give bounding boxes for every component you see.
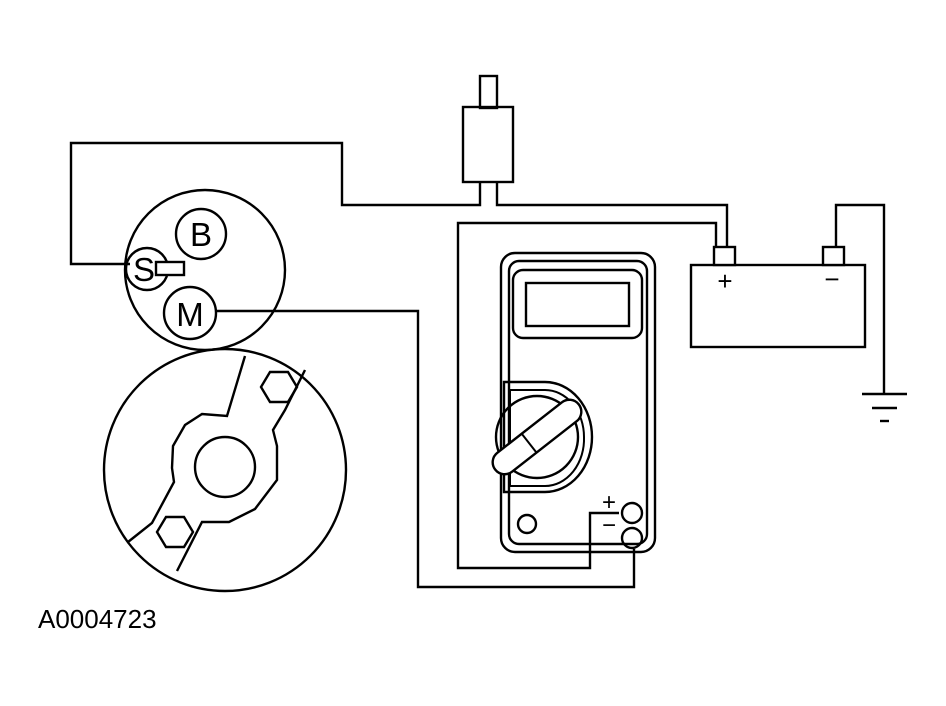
solenoid-cap: B S M bbox=[123, 188, 287, 352]
battery: + − bbox=[689, 245, 867, 349]
meter-dial-knob bbox=[491, 398, 583, 476]
ground-icon bbox=[862, 392, 907, 423]
meter-negative-label: − bbox=[602, 512, 616, 539]
terminal-m-label: M bbox=[176, 296, 204, 333]
remote-starter-switch bbox=[461, 74, 515, 184]
terminal-b-label: B bbox=[190, 216, 212, 253]
terminal-m-ring bbox=[162, 285, 218, 341]
meter-jack-positive bbox=[620, 501, 644, 525]
battery-negative-post bbox=[821, 245, 846, 267]
meter-display bbox=[524, 281, 631, 328]
meter-dial-housing bbox=[502, 380, 594, 494]
figure-id-label: A0004723 bbox=[38, 604, 157, 634]
starter-mounting-flange bbox=[102, 347, 348, 593]
battery-positive-post bbox=[712, 245, 737, 267]
multimeter: + − bbox=[491, 251, 657, 554]
wire-battery-negative-to-ground bbox=[834, 203, 886, 393]
bolt-hex-upper bbox=[259, 370, 299, 404]
meter-jack-negative bbox=[620, 526, 644, 550]
wire-m-to-meter bbox=[216, 309, 636, 589]
battery-negative-label: − bbox=[824, 264, 839, 294]
bolt-hex-lower bbox=[155, 515, 195, 549]
battery-positive-label: + bbox=[717, 266, 732, 296]
terminal-b-ring bbox=[174, 207, 228, 261]
meter-display-bezel bbox=[511, 268, 644, 340]
terminal-s-tab bbox=[154, 260, 186, 277]
wire-s-to-switch bbox=[69, 141, 482, 266]
meter-jack-left bbox=[516, 513, 538, 535]
wiring bbox=[69, 141, 886, 589]
wire-meter-to-battery-positive bbox=[456, 221, 718, 570]
wire-switch-to-battery bbox=[495, 182, 729, 247]
meter-positive-label: + bbox=[602, 489, 616, 516]
meter-dial bbox=[494, 394, 580, 480]
terminal-s-label: S bbox=[133, 251, 155, 288]
